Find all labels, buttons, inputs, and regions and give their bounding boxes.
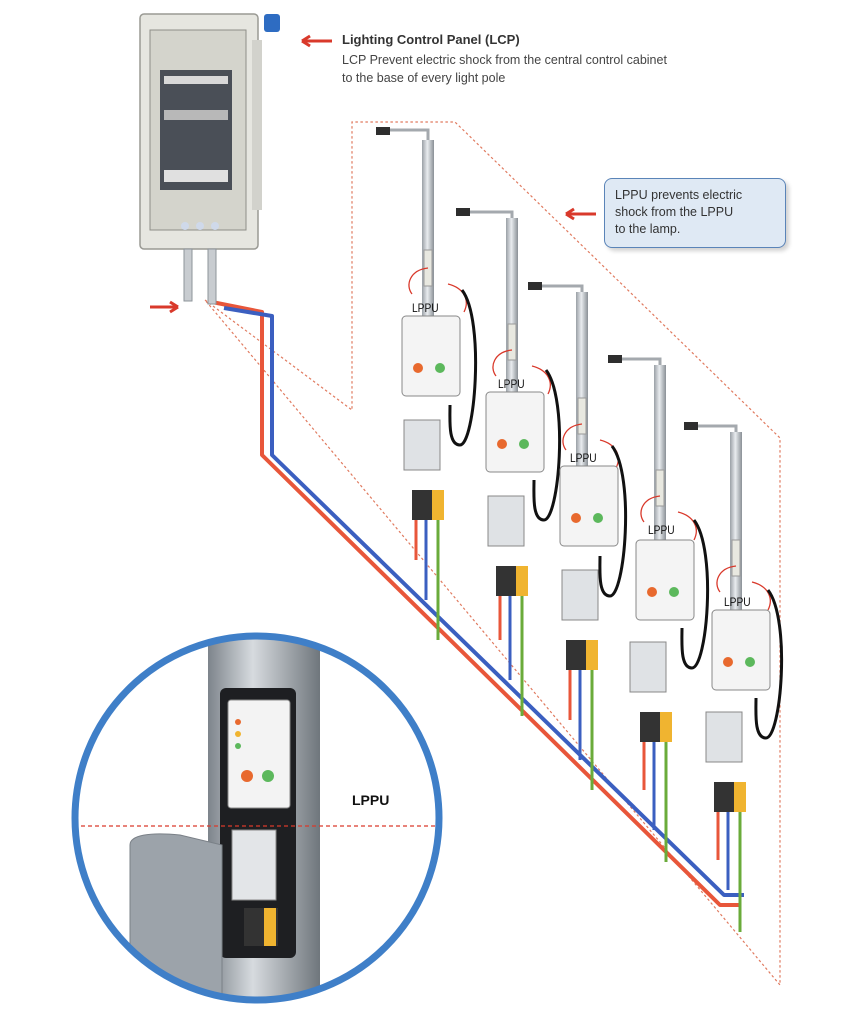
arrow-to-callout-icon xyxy=(565,207,596,221)
arrow-input-icon xyxy=(150,300,179,314)
callout-line2: shock from the LPPU xyxy=(615,205,734,219)
lamp-head-icon xyxy=(528,282,542,290)
zoom-ring xyxy=(71,632,443,1004)
lppu-callout: LPPU prevents electric shock from the LP… xyxy=(604,178,786,248)
pole-2 xyxy=(456,208,562,716)
pole-label-3: LPPU xyxy=(570,451,597,465)
pole-label-2: LPPU xyxy=(498,377,525,391)
lcp-description: LCP Prevent electric shock from the cent… xyxy=(342,51,762,87)
pole-label-5: LPPU xyxy=(724,595,751,609)
zoom-label: LPPU xyxy=(352,792,390,808)
lamp-head-icon xyxy=(456,208,470,216)
pole-label-4: LPPU xyxy=(648,523,675,537)
lamp-head-icon xyxy=(608,355,622,363)
indicator-light-icon xyxy=(264,14,280,32)
callout-line1: LPPU prevents electric xyxy=(615,188,743,202)
pole-3 xyxy=(528,282,628,790)
pole-5 xyxy=(684,422,784,932)
lcp-desc-line1: LCP Prevent electric shock from the cent… xyxy=(342,53,667,67)
callout-line3: to the lamp. xyxy=(615,222,681,236)
lamp-head-icon xyxy=(684,422,698,430)
lamp-head-icon xyxy=(376,127,390,135)
lcp-title: Lighting Control Panel (LCP) xyxy=(342,32,520,47)
zoom-inset xyxy=(71,632,443,1004)
pole-4 xyxy=(608,355,710,862)
live-wire-main xyxy=(211,300,740,907)
arrow-to-lcp-icon xyxy=(301,34,332,48)
lcp-cabinet xyxy=(139,13,280,305)
neutral-wire-main xyxy=(223,306,744,897)
pole-label-1: LPPU xyxy=(412,301,439,315)
pole-1 xyxy=(376,127,478,640)
lcp-desc-line2: to the base of every light pole xyxy=(342,71,506,85)
